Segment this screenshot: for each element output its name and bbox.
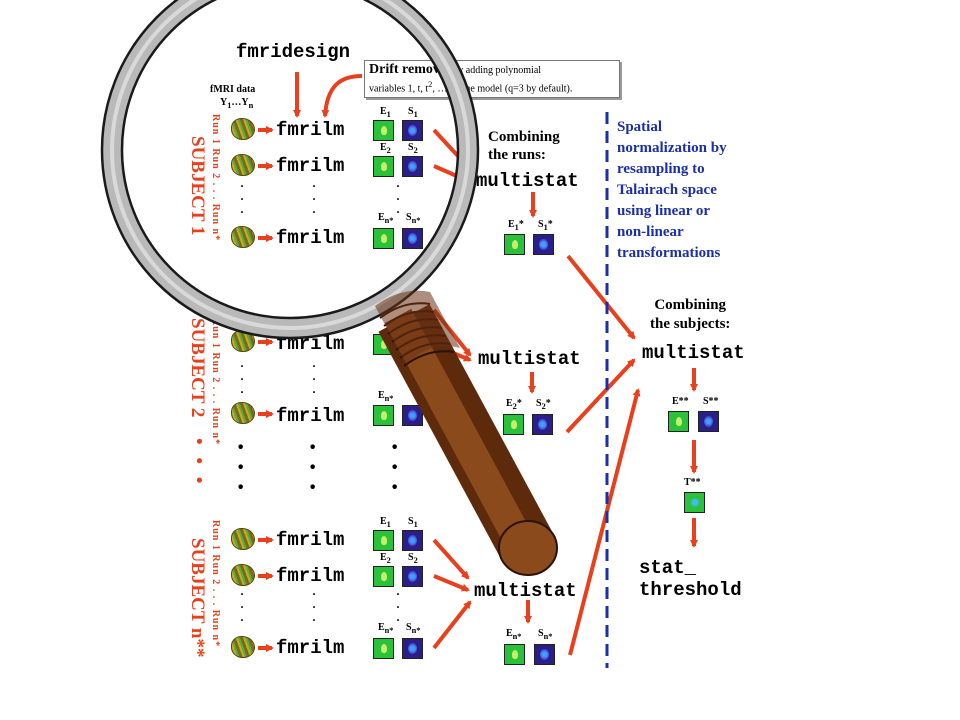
brain-volume-icon	[231, 402, 255, 424]
run-dots: ···	[312, 587, 317, 627]
effect-map-icon	[668, 411, 689, 432]
e-star-label: En*	[506, 628, 522, 641]
fmri-data-symbol: Y1…Yn	[220, 97, 254, 110]
sd-map-icon	[533, 234, 554, 255]
multistat-label-runs-n: multistat	[474, 580, 577, 602]
effect-map-icon	[373, 405, 394, 426]
s-star-label: Sn*	[538, 628, 553, 641]
s-star-label: S1*	[538, 219, 553, 232]
e-label: En*	[378, 390, 394, 403]
subject-dots: ···	[390, 432, 400, 503]
brain-volume-icon	[231, 330, 255, 352]
effect-map-icon	[373, 530, 394, 551]
subject-ellipsis: • • •	[188, 438, 209, 488]
e-label: E2	[380, 142, 391, 155]
subject-2-label: SUBJECT 2	[187, 318, 208, 418]
s-star-star-label: S**	[703, 396, 719, 407]
sd-map-icon	[534, 644, 555, 665]
stat-threshold-label: stat_threshold	[639, 557, 742, 601]
e-label: E2	[380, 552, 391, 565]
effect-map-icon	[373, 566, 394, 587]
fmrilm-label: fmrilm	[276, 119, 345, 141]
sd-map-icon	[698, 411, 719, 432]
sd-map-icon	[402, 530, 423, 551]
brain-volume-icon	[231, 528, 255, 550]
multistat-label-subjects: multistat	[642, 342, 745, 364]
fmri-data-label: fMRI data	[210, 84, 256, 95]
s-label: S1	[408, 516, 418, 529]
fmrilm-label: fmrilm	[276, 565, 345, 587]
s-label: S1	[408, 106, 418, 119]
sd-map-icon	[402, 405, 423, 426]
s-star-label: S2*	[536, 398, 551, 411]
subject-dots: ···	[308, 432, 318, 503]
run-dots: ···	[312, 179, 317, 219]
run-dots: ···	[396, 179, 401, 219]
e-label: En*	[378, 212, 394, 225]
t-star-star-label: T**	[684, 477, 701, 488]
arrow-drift-to-fmrilm	[321, 74, 363, 118]
sd-map-icon	[402, 228, 423, 249]
run-dots: ···	[240, 179, 245, 219]
multistat-label-runs-2: multistat	[478, 348, 581, 370]
fmrilm-label: fmrilm	[276, 155, 345, 177]
subject-1-runs: Run 1 Run 2 . . . Run n*	[210, 114, 221, 242]
fmridesign-label: fmridesign	[236, 41, 351, 63]
sd-map-icon	[402, 120, 423, 141]
fmrilm-label: fmrilm	[276, 227, 345, 249]
sd-map-icon	[402, 638, 423, 659]
effect-map-icon	[503, 414, 524, 435]
sd-map-icon	[402, 566, 423, 587]
brain-volume-icon	[231, 118, 255, 140]
subject-2-runs: Run 1 Run 2 . . . Run n*	[210, 318, 221, 446]
effect-map-icon	[373, 120, 394, 141]
s-label: S2	[408, 142, 418, 155]
sd-map-icon	[402, 156, 423, 177]
effect-map-icon	[373, 638, 394, 659]
subject-n-runs: Run 1 Run 2 . . . Run n*	[210, 520, 221, 648]
e-label: E1	[380, 106, 391, 119]
e-star-label: E1*	[508, 219, 524, 232]
fmrilm-label: fmrilm	[276, 529, 345, 551]
drift-removal-note: Drift removal by adding polynomial varia…	[364, 60, 620, 98]
spatial-normalization-note: Spatial normalization by resampling to T…	[617, 119, 727, 261]
brain-volume-icon	[231, 154, 255, 176]
subject-dots: ···	[236, 432, 246, 503]
brain-volume-icon	[231, 226, 255, 248]
run-dots: ···	[312, 359, 317, 399]
run-dots: ···	[240, 359, 245, 399]
s-label: S2	[408, 552, 418, 565]
multistat-label-runs-1: multistat	[476, 170, 579, 192]
e-star-label: E2*	[506, 398, 522, 411]
s-label: Sn*	[406, 212, 421, 225]
subject-1-label: SUBJECT 1	[187, 136, 208, 236]
sd-map-icon	[532, 414, 553, 435]
subject-n-label: SUBJECT n**	[187, 538, 208, 658]
run-dots: ···	[396, 587, 401, 627]
s-label: Sn*	[406, 622, 421, 635]
effect-map-icon	[504, 644, 525, 665]
effect-map-icon	[373, 228, 394, 249]
effect-map-icon	[504, 234, 525, 255]
e-label: En*	[378, 622, 394, 635]
fmrilm-label: fmrilm	[276, 333, 345, 355]
brain-volume-icon	[231, 564, 255, 586]
effect-map-icon	[373, 156, 394, 177]
effect-map-icon	[373, 334, 394, 355]
run-dots: ···	[240, 587, 245, 627]
e-star-star-label: E**	[672, 396, 689, 407]
fmrilm-label: fmrilm	[276, 637, 345, 659]
fmrilm-label: fmrilm	[276, 405, 345, 427]
e-label: E1	[380, 516, 391, 529]
brain-volume-icon	[231, 636, 255, 658]
t-map-icon	[684, 492, 705, 513]
